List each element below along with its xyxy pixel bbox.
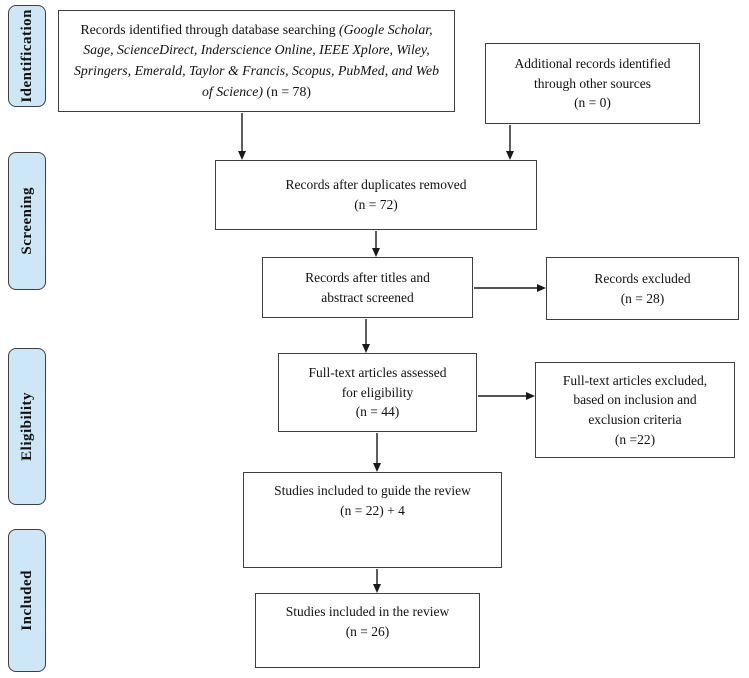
stage-screening: Screening bbox=[8, 152, 46, 290]
box-fulltext-assessed: Full-text articles assessed for eligibil… bbox=[278, 353, 477, 432]
box-records-identified: Records identified through database sear… bbox=[58, 10, 455, 112]
box-duplicates-removed: Records after duplicates removed (n = 72… bbox=[215, 160, 537, 230]
stage-eligibility: Eligibility bbox=[8, 348, 46, 505]
stage-identification: Identification bbox=[8, 5, 46, 107]
stage-included: Included bbox=[8, 529, 46, 672]
box-records-identified-text: Records identified through database sear… bbox=[74, 21, 439, 99]
stage-screening-label: Screening bbox=[18, 187, 35, 255]
stage-identification-label: Identification bbox=[18, 9, 35, 103]
box-fulltext-excluded: Full-text articles excluded, based on in… bbox=[535, 362, 735, 458]
box-studies-included-review: Studies included in the review (n = 26) bbox=[255, 593, 480, 668]
box-titles-abstract-screened: Records after titles and abstract screen… bbox=[262, 257, 473, 318]
box-additional-records: Additional records identified through ot… bbox=[485, 43, 700, 124]
box-records-excluded: Records excluded (n = 28) bbox=[546, 257, 739, 320]
box-studies-included-guide: Studies included to guide the review (n … bbox=[243, 472, 502, 568]
stage-included-label: Included bbox=[18, 570, 35, 631]
stage-eligibility-label: Eligibility bbox=[18, 392, 35, 461]
